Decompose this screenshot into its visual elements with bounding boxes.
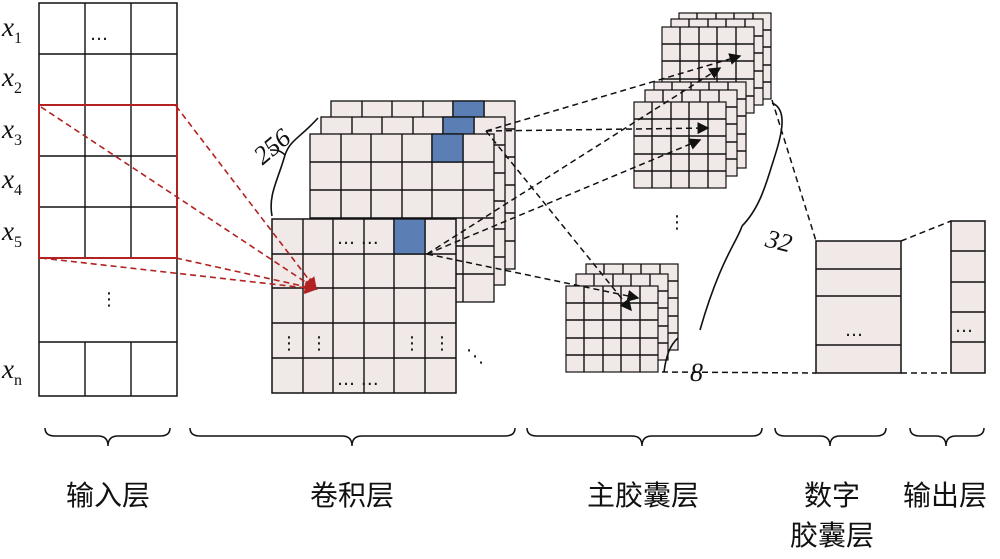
output-layer: … xyxy=(950,220,986,374)
output-layer-label: 输出层 xyxy=(903,479,987,512)
conv-ellipsis-bottom: … … xyxy=(337,369,379,390)
conv-channels-brace: 256 xyxy=(248,117,319,217)
input-label-x1: x xyxy=(1,12,14,42)
svg-text:x1: x1 xyxy=(1,12,22,47)
digit-capsule-ellipsis: … xyxy=(845,320,863,341)
primary-capsule-layer: ⋮ xyxy=(565,12,772,373)
digit-capsule-layer-label-line2: 胶囊层 xyxy=(790,519,874,552)
input-layer-grid: … ⋮ xyxy=(38,2,178,397)
conv-layer-label: 卷积层 xyxy=(310,479,394,512)
input-layer-label: 输入层 xyxy=(66,479,150,512)
svg-text:xn: xn xyxy=(1,354,22,389)
digit-capsule-layer-label-line1: 数字 xyxy=(804,479,860,512)
conv-ellipsis-right-1: ⋮ xyxy=(403,333,421,354)
primary-capsules-count: 32 xyxy=(762,224,795,259)
digit-capsule-layer: … xyxy=(815,240,902,374)
input-label-x2: x xyxy=(1,62,14,92)
conv-layer-stack: … … ⋮ ⋮ ⋮ ⋮ … … ⋱ xyxy=(271,100,516,394)
conv-highlight-cell-front xyxy=(393,218,426,255)
receptive-field-lines xyxy=(40,105,318,295)
conv-front-grid: … … ⋮ ⋮ ⋮ ⋮ … … xyxy=(271,218,457,394)
conv-ellipsis-top: … … xyxy=(337,228,379,249)
receptive-field-box xyxy=(38,104,178,259)
primary-capsule-ellipsis: ⋮ xyxy=(668,212,686,233)
primary-capsule-stack-bottom xyxy=(565,263,679,373)
primary-capsule-layer-label: 主胶囊层 xyxy=(587,479,699,512)
conv-ellipsis-right-2: ⋮ xyxy=(433,333,451,354)
conv-ellipsis-left-2: ⋮ xyxy=(310,333,328,354)
layer-braces xyxy=(44,427,985,447)
output-ellipsis: … xyxy=(955,316,973,337)
conv-to-capsule-lines xyxy=(426,53,742,312)
input-label-x5: x xyxy=(1,216,14,246)
input-label-x4: x xyxy=(1,164,14,194)
conv-highlight-cell-3 xyxy=(431,133,464,163)
conv-ellipsis-depth: ⋱ xyxy=(466,346,484,367)
svg-text:x5: x5 xyxy=(1,216,22,251)
conv-channels-label: 256 xyxy=(248,123,297,170)
primary-capsules-brace xyxy=(663,102,783,373)
svg-text:x3: x3 xyxy=(1,114,22,149)
input-label-xn: x xyxy=(1,354,14,384)
input-ellipsis-middle: ⋮ xyxy=(100,289,118,310)
input-labels: x1 x2 x3 x4 x5 xn xyxy=(1,12,22,389)
input-ellipsis-top: … xyxy=(90,24,108,45)
svg-text:x4: x4 xyxy=(1,164,22,199)
primary-capsule-stack-middle xyxy=(633,81,747,189)
input-label-x3: x xyxy=(1,114,14,144)
conv-ellipsis-left-1: ⋮ xyxy=(280,333,298,354)
capsule-to-digit-lines xyxy=(661,99,952,374)
svg-text:x2: x2 xyxy=(1,62,22,97)
